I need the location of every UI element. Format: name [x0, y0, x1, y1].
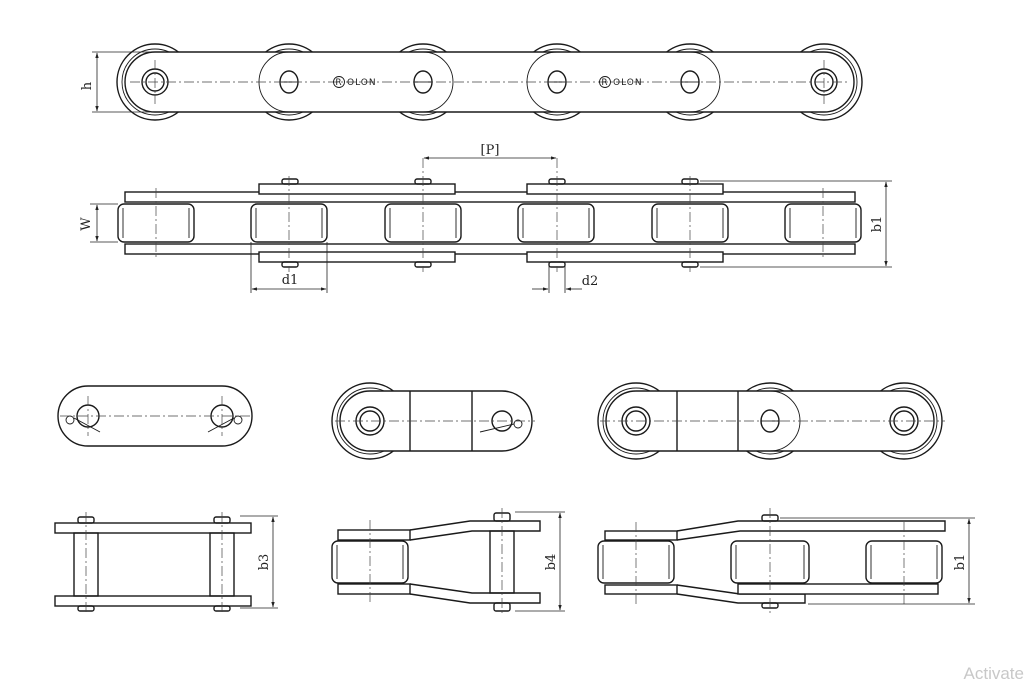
outer-link-plate	[124, 51, 855, 113]
double-roller-side-view	[597, 382, 945, 460]
outer-link-side-view	[57, 385, 253, 447]
svg-text:R: R	[601, 78, 608, 88]
svg-text:R: R	[335, 78, 342, 88]
label-d1: d1	[282, 273, 299, 288]
brand-mark-2: R OLON	[599, 76, 643, 88]
dimension-b1: b1	[700, 180, 892, 268]
brand-mark-1: R OLON	[333, 76, 377, 88]
label-pitch: [P]	[481, 143, 500, 158]
dimension-d2: d2	[532, 262, 598, 293]
double-roller-plan-view: b1	[597, 508, 975, 614]
offset-link-plan-view: b4	[331, 508, 565, 616]
dimension-b1-bottom: b1	[780, 517, 975, 605]
dimension-w: W	[79, 203, 118, 243]
chain-side-view: R OLON R OLON h	[80, 43, 863, 121]
center-lines	[155, 158, 824, 272]
svg-text:OLON: OLON	[347, 78, 377, 88]
chain-plan-view: [P] W b1 d1 d2	[79, 143, 892, 293]
label-b1-bottom: b1	[953, 554, 968, 571]
offset-link-side-view	[331, 382, 535, 460]
svg-text:OLON: OLON	[613, 78, 643, 88]
label-w: W	[79, 217, 94, 231]
dimension-h: h	[80, 51, 150, 113]
dimension-b3: b3	[240, 515, 278, 609]
activation-watermark: Activate	[963, 664, 1024, 683]
dimension-d1: d1	[250, 242, 328, 293]
label-b3: b3	[257, 554, 272, 571]
outer-link-plan-view: b3	[54, 512, 278, 614]
dimension-b4: b4	[515, 511, 565, 612]
dimension-pitch: [P]	[423, 143, 557, 160]
label-b4: b4	[544, 554, 559, 571]
label-h: h	[80, 81, 95, 90]
label-b1: b1	[870, 216, 885, 233]
roller-bodies	[117, 203, 862, 243]
label-d2: d2	[582, 274, 599, 289]
